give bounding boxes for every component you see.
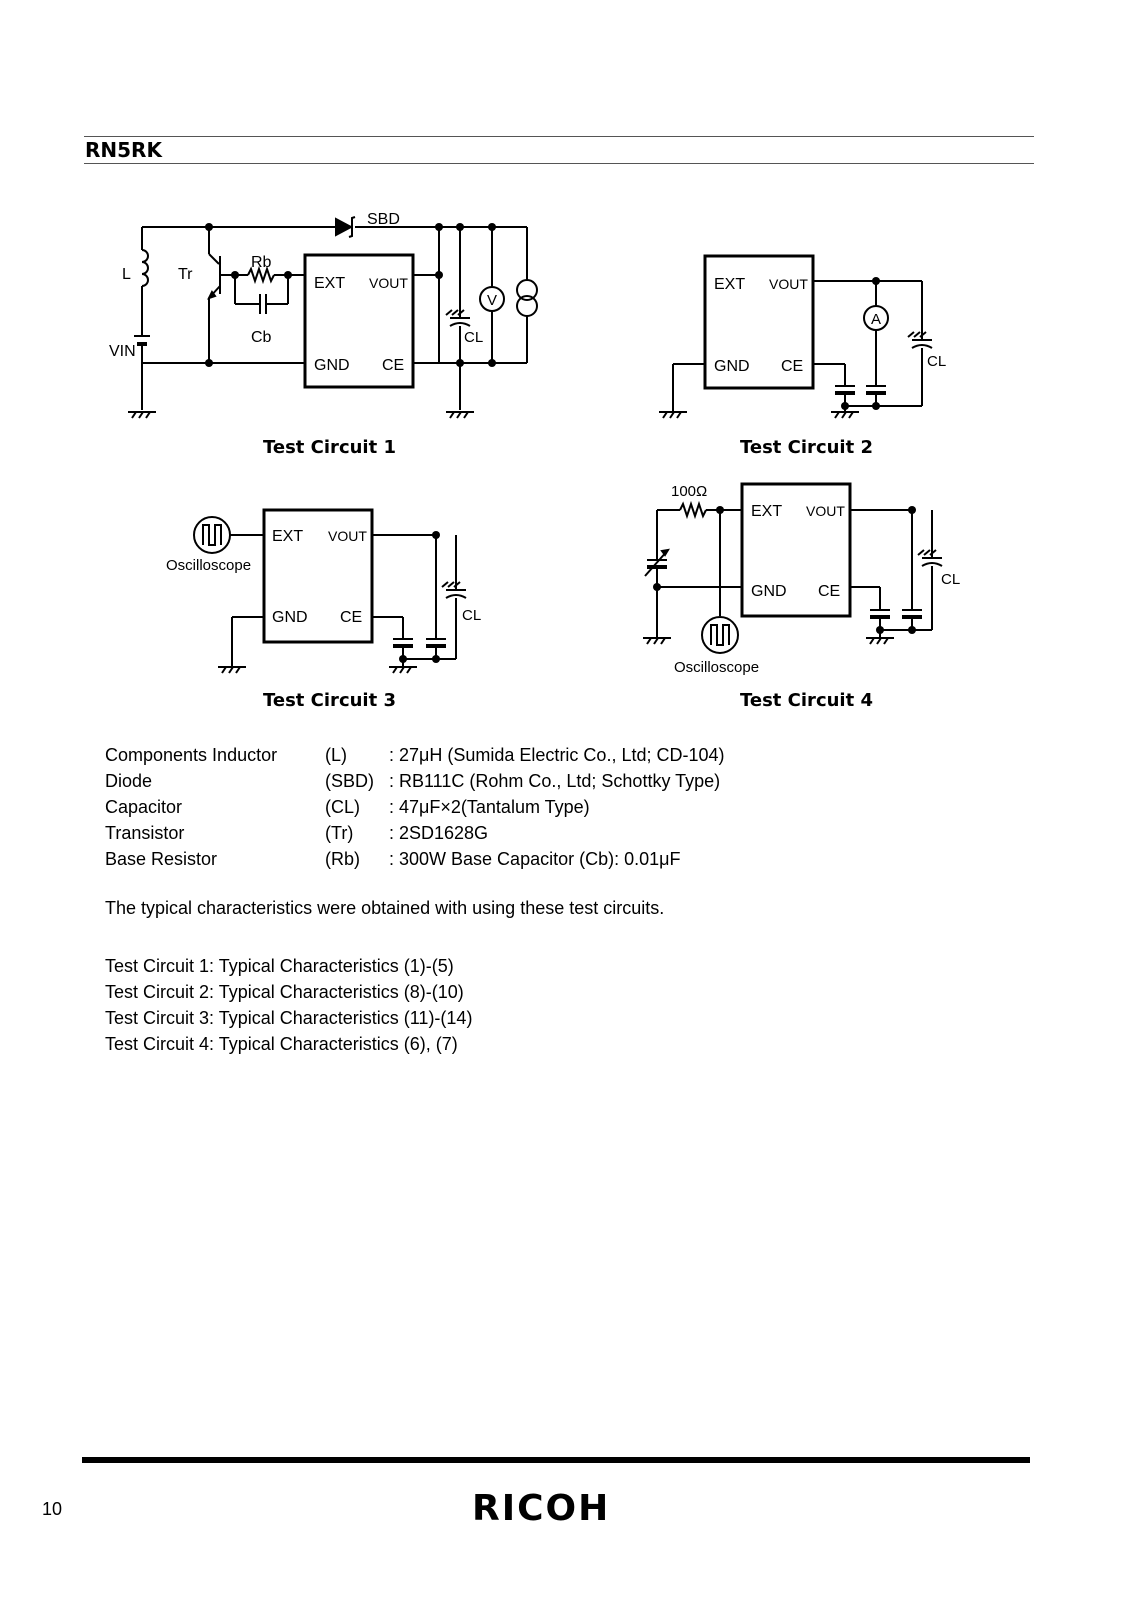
- label-tr: Tr: [178, 266, 193, 283]
- label-oscilloscope-3: Oscilloscope: [166, 557, 251, 574]
- component-value: : 27μH (Sumida Electric Co., Ltd; CD-104…: [389, 745, 725, 765]
- test-circuit-4-diagram: [643, 482, 943, 654]
- caption-test-circuit-3: Test Circuit 3: [263, 690, 396, 711]
- test-circuit-1-diagram: [128, 216, 538, 419]
- label-ce-2: CE: [781, 358, 803, 375]
- label-ext-1: EXT: [314, 275, 345, 292]
- label-ext-2: EXT: [714, 276, 745, 293]
- test-circuit-2-diagram: [659, 254, 933, 419]
- component-symbol: (Tr): [325, 823, 354, 843]
- label-gnd-1: GND: [314, 357, 350, 374]
- component-symbol: (CL): [325, 797, 360, 817]
- label-vout-3: VOUT: [328, 528, 367, 544]
- label-ext-4: EXT: [751, 503, 782, 520]
- component-symbol: (SBD): [325, 771, 374, 791]
- component-value: : RB111C (Rohm Co., Ltd; Schottky Type): [389, 771, 721, 791]
- mapping-item: Test Circuit 2: Typical Characteristics …: [105, 982, 464, 1002]
- page-number: 10: [42, 1499, 63, 1519]
- caption-test-circuit-2: Test Circuit 2: [740, 437, 873, 458]
- test-circuit-mapping: Test Circuit 1: Typical Characteristics …: [105, 953, 472, 1057]
- caption-test-circuit-4: Test Circuit 4: [740, 690, 873, 711]
- component-symbol: (L): [325, 745, 347, 765]
- caption-test-circuit-1: Test Circuit 1: [263, 437, 396, 458]
- label-vout-2: VOUT: [769, 276, 808, 292]
- component-symbol: (Rb): [325, 849, 360, 869]
- label-vin: VIN: [109, 343, 136, 360]
- label-cl-1: CL: [464, 329, 483, 346]
- test-circuit-3-junctions: [399, 531, 440, 663]
- label-cb: Cb: [251, 329, 272, 346]
- label-vout-1: VOUT: [369, 275, 408, 291]
- component-value: : 2SD1628G: [389, 823, 489, 843]
- label-ce-3: CE: [340, 609, 362, 626]
- component-name: Components Inductor: [105, 745, 278, 765]
- mapping-item: Test Circuit 3: Typical Characteristics …: [105, 1008, 473, 1028]
- header-rule-bottom: [84, 163, 1034, 164]
- label-oscilloscope-4: Oscilloscope: [674, 659, 759, 676]
- component-name: Capacitor: [105, 797, 183, 817]
- label-ce-1: CE: [382, 357, 404, 374]
- label-l: L: [122, 266, 131, 283]
- label-ext-3: EXT: [272, 528, 303, 545]
- component-name: Transistor: [105, 823, 185, 843]
- component-name: Diode: [105, 771, 153, 791]
- label-gnd-2: GND: [714, 358, 750, 375]
- label-gnd-4: GND: [751, 583, 787, 600]
- ricoh-logo: RICOH: [472, 1488, 611, 1529]
- document-title: RN5RK: [85, 138, 162, 162]
- mapping-item: Test Circuit 1: Typical Characteristics …: [105, 956, 454, 976]
- test-circuit-1-junctions: [205, 223, 496, 367]
- label-100-ohm: 100Ω: [671, 483, 707, 500]
- component-name: Base Resistor: [105, 849, 218, 869]
- component-value: : 47μF×2(Tantalum Type): [389, 797, 590, 817]
- footer-rule: [82, 1457, 1030, 1463]
- label-sbd: SBD: [367, 211, 400, 228]
- label-cl-4: CL: [941, 571, 960, 588]
- test-circuit-2-junctions: [841, 277, 880, 410]
- characteristics-note: The typical characteristics were obtaine…: [105, 898, 665, 918]
- component-value: : 300W Base Capacitor (Cb): 0.01μF: [389, 849, 681, 869]
- mapping-item: Test Circuit 4: Typical Characteristics …: [105, 1034, 458, 1054]
- label-gnd-3: GND: [272, 609, 308, 626]
- label-ce-4: CE: [818, 583, 840, 600]
- label-cl-3: CL: [462, 607, 481, 624]
- label-vout-4: VOUT: [806, 503, 845, 519]
- label-rb: Rb: [251, 254, 272, 271]
- label-voltmeter: V: [487, 292, 497, 309]
- test-circuit-4-junctions: [653, 506, 916, 634]
- test-circuit-3-diagram: [193, 508, 467, 674]
- header-rule-top: [84, 136, 1034, 137]
- label-ammeter: A: [871, 311, 881, 328]
- label-cl-2: CL: [927, 353, 946, 370]
- test-circuit-diagrams: SBD L Tr Rb Cb VIN EXT VOUT GND CE CL V …: [109, 211, 960, 676]
